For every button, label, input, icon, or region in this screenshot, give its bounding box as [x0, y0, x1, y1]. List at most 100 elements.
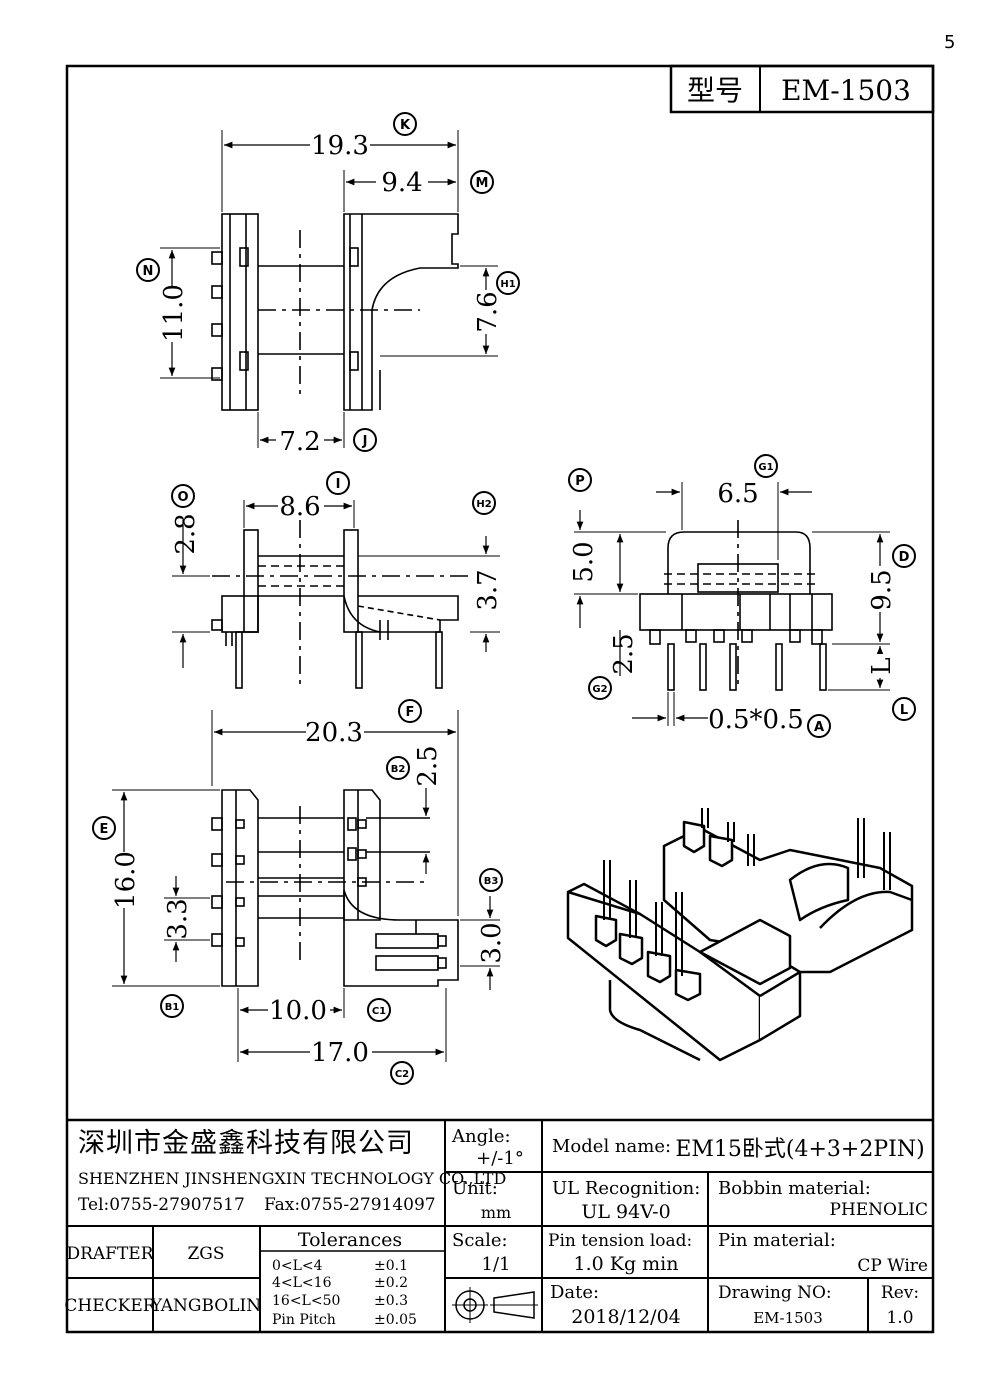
marker-P: P	[568, 468, 592, 492]
model-code: EM-1503	[781, 74, 911, 107]
dim-7.2: 7.2	[279, 427, 320, 457]
tol-range-2: 4<L<16	[272, 1275, 332, 1291]
dim-20.3: 20.3	[305, 718, 363, 748]
dim-9.5: 9.5	[867, 569, 897, 610]
dim-2.5-bottom: 2.5	[413, 745, 443, 786]
rev-label: Rev:	[881, 1283, 919, 1303]
scale-label: Scale:	[452, 1230, 508, 1251]
dim-3.0: 3.0	[477, 922, 507, 963]
svg-text:C2: C2	[395, 1069, 409, 1080]
marker-E: E	[92, 816, 116, 840]
company-fax: Fax:0755-27914097	[264, 1195, 436, 1215]
marker-K: K	[393, 112, 417, 136]
svg-text:K: K	[400, 118, 411, 133]
drawing-no-value: EM-1503	[753, 1309, 823, 1327]
side-view-labels: 8.6 2.8 3.7	[171, 492, 503, 612]
marker-J: J	[353, 428, 377, 452]
dim-2.5-front: 2.5	[609, 633, 639, 674]
model-header: 型号 EM-1503	[669, 64, 935, 114]
marker-G2: G2	[588, 676, 612, 700]
svg-text:H2: H2	[476, 499, 491, 510]
company-tel: Tel:0755-27907517	[78, 1195, 245, 1215]
svg-text:H1: H1	[500, 279, 515, 290]
title-block-grid	[67, 1118, 933, 1332]
dim-11.0: 11.0	[159, 284, 189, 342]
tol-value-2: ±0.2	[374, 1275, 408, 1291]
svg-text:M: M	[476, 176, 489, 191]
marker-H1: H1	[496, 271, 520, 295]
marker-B3: B3	[479, 868, 503, 892]
marker-H2: H2	[472, 491, 496, 515]
svg-text:D: D	[899, 550, 910, 565]
tol-range-4: Pin Pitch	[272, 1312, 336, 1328]
marker-M: M	[470, 170, 494, 194]
marker-G1: G1	[754, 454, 778, 478]
bobbin-material-label: Bobbin material:	[718, 1178, 871, 1199]
pin-tension-value: 1.0 Kg min	[574, 1253, 679, 1275]
tol-range-3: 16<L<50	[272, 1293, 340, 1309]
company-name-cn: 深圳市金盛鑫科技有限公司	[78, 1128, 414, 1159]
svg-text:E: E	[100, 822, 109, 837]
dim-10.0: 10.0	[269, 996, 327, 1026]
company-name-en: SHENZHEN JINSHENGXIN TECHNOLOGY CO.,LTD	[78, 1169, 506, 1188]
svg-text:J: J	[362, 434, 368, 449]
dim-3.3: 3.3	[163, 898, 193, 939]
top-view	[160, 130, 498, 448]
dim-L: L	[867, 657, 897, 674]
drawing-no-label: Drawing NO:	[718, 1283, 832, 1303]
tolerances-title: Tolerances	[298, 1229, 402, 1251]
pin-tension-label: Pin tension load:	[548, 1231, 692, 1251]
model-name-label: Model name:	[552, 1136, 671, 1157]
front-view	[574, 482, 890, 726]
marker-F: F	[398, 699, 422, 723]
dim-7.6: 7.6	[473, 291, 503, 332]
top-view-labels: 19.3 9.4 11.0 7.6 7.2	[158, 131, 503, 457]
type-label: 型号	[687, 74, 743, 107]
marker-O: O	[171, 484, 195, 508]
pin-material-value: CP Wire	[857, 1256, 928, 1276]
side-view	[172, 500, 500, 690]
svg-text:I: I	[336, 477, 341, 492]
unit-value: mm	[481, 1203, 511, 1222]
bottom-view	[112, 710, 500, 1062]
svg-text:L: L	[900, 703, 908, 718]
marker-C2: C2	[390, 1061, 414, 1085]
front-view-labels: 6.5 5.0 9.5 2.5 L 0.5*0.5	[569, 479, 897, 735]
tol-value-1: ±0.1	[374, 1258, 408, 1274]
dim-19.3: 19.3	[311, 131, 369, 161]
svg-text:C1: C1	[372, 1006, 386, 1017]
marker-A: A	[807, 714, 831, 738]
svg-text:B2: B2	[391, 764, 406, 775]
svg-text:O: O	[177, 490, 188, 505]
drafter-value: ZGS	[187, 1244, 224, 1264]
dim-2.8: 2.8	[171, 513, 201, 554]
dim-5.0: 5.0	[569, 541, 599, 582]
svg-text:B3: B3	[484, 876, 499, 887]
corner-mark: 5	[944, 32, 955, 53]
date-label: Date:	[550, 1282, 599, 1303]
marker-B1: B1	[160, 994, 184, 1018]
dim-8.6: 8.6	[279, 492, 320, 522]
marker-C1: C1	[367, 998, 391, 1022]
marker-L: L	[892, 697, 916, 721]
drafter-label: DRAFTER	[66, 1244, 154, 1264]
isometric-view	[566, 808, 914, 1062]
title-block-text: 深圳市金盛鑫科技有限公司 SHENZHEN JINSHENGXIN TECHNO…	[64, 1126, 928, 1328]
tol-range-1: 0<L<4	[272, 1258, 323, 1274]
pin-material-label: Pin material:	[718, 1230, 836, 1251]
dim-17.0: 17.0	[311, 1038, 369, 1068]
svg-text:A: A	[814, 720, 824, 735]
dim-16.0: 16.0	[111, 851, 141, 909]
tol-value-3: ±0.3	[374, 1293, 408, 1309]
svg-text:G1: G1	[758, 462, 773, 473]
svg-text:P: P	[575, 474, 585, 489]
sheet-border	[65, 64, 935, 1334]
svg-text:F: F	[406, 705, 415, 720]
checker-value: YANGBOLIN	[150, 1296, 261, 1316]
ul-recognition-label: UL Recognition:	[552, 1178, 700, 1199]
dim-6.5: 6.5	[717, 479, 758, 509]
tol-value-4: ±0.05	[374, 1312, 417, 1328]
bottom-view-labels: 20.3 2.5 16.0 3.3 3.0 10.0 17.0	[110, 718, 507, 1068]
marker-D: D	[892, 544, 916, 568]
